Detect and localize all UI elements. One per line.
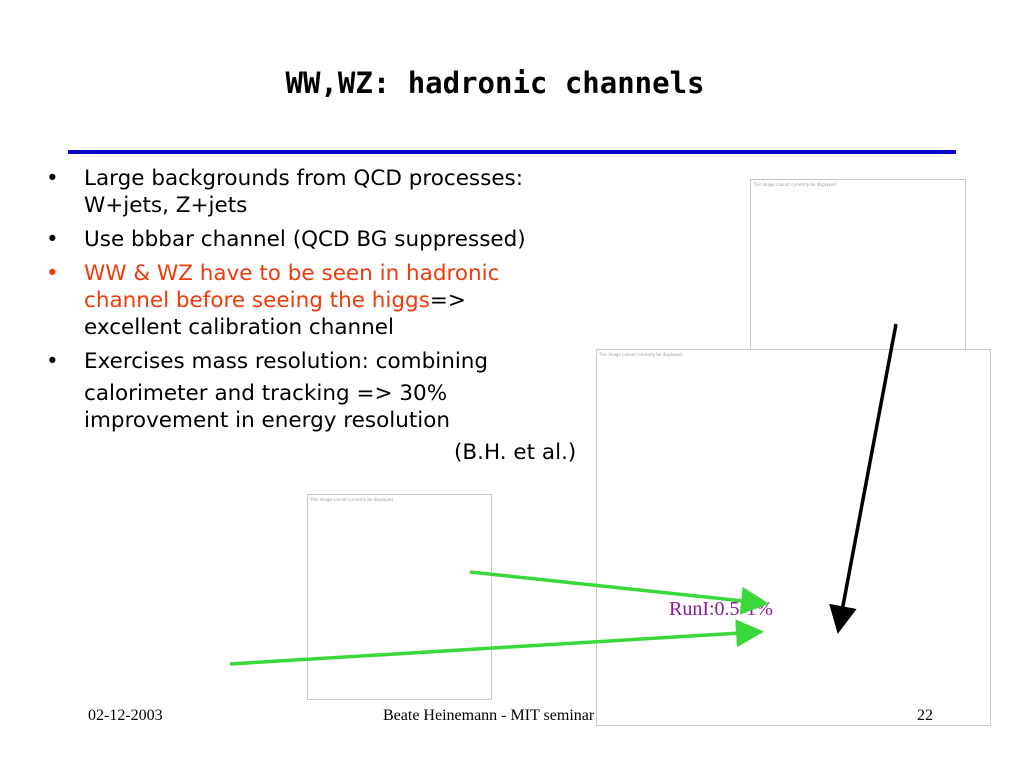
bullet-text: Use bbbar channel (QCD BG suppressed) — [84, 227, 526, 252]
bullet-symbol: • — [46, 261, 59, 286]
bullet-text: Large backgrounds from QCD processes: — [84, 166, 524, 191]
title-divider — [68, 150, 956, 154]
bullet-symbol: • — [46, 227, 59, 252]
broken-image-icon: This image cannot currently be displayed… — [599, 352, 684, 357]
bullet-item-backgrounds: • Large backgrounds from QCD processes: … — [44, 165, 644, 219]
bullet-text: W+jets, Z+jets — [84, 193, 248, 218]
implies-arrow-text: => — [429, 288, 466, 313]
highlight-text: channel before seeing the higgs — [84, 288, 430, 313]
black-arrow — [829, 323, 898, 634]
broken-image-icon: This image cannot currently be displayed… — [310, 497, 395, 502]
bullet-text: calorimeter and tracking => 30% — [84, 381, 448, 406]
bullet-symbol: • — [46, 349, 59, 374]
broken-image-icon: This image cannot currently be displayed… — [753, 182, 838, 187]
citation-text: (B.H. et al.) — [454, 440, 577, 465]
footer-date: 02-12-2003 — [88, 707, 163, 724]
bullet-item-mass-resolution: • Exercises mass resolution: combining c… — [44, 348, 644, 466]
slide-title: WW,WZ: hadronic channels — [285, 66, 705, 100]
highlight-line: channel before seeing the higgs=> — [84, 287, 644, 314]
bullet-list: • Large backgrounds from QCD processes: … — [44, 165, 644, 473]
image-placeholder-small: This image cannot currently be displayed… — [307, 494, 492, 700]
bullet-symbol: • — [46, 166, 59, 191]
bullet-text: Exercises mass resolution: combining — [84, 349, 489, 374]
image-placeholder-large: This image cannot currently be displayed… — [596, 349, 991, 726]
green-arrow — [229, 619, 764, 666]
bullet-text: improvement in energy resolution — [84, 408, 451, 433]
bullet-item-bbbar: • Use bbbar channel (QCD BG suppressed) — [44, 226, 644, 253]
green-arrow — [469, 570, 769, 615]
slide-number: 22 — [917, 707, 933, 724]
footer-presenter: Beate Heinemann - MIT seminar — [383, 707, 595, 724]
bullet-text: excellent calibration channel — [84, 315, 395, 340]
bullet-item-hadronic-highlight: • WW & WZ have to be seen in hadronic ch… — [44, 260, 644, 341]
highlight-text: WW & WZ have to be seen in hadronic — [84, 261, 500, 286]
